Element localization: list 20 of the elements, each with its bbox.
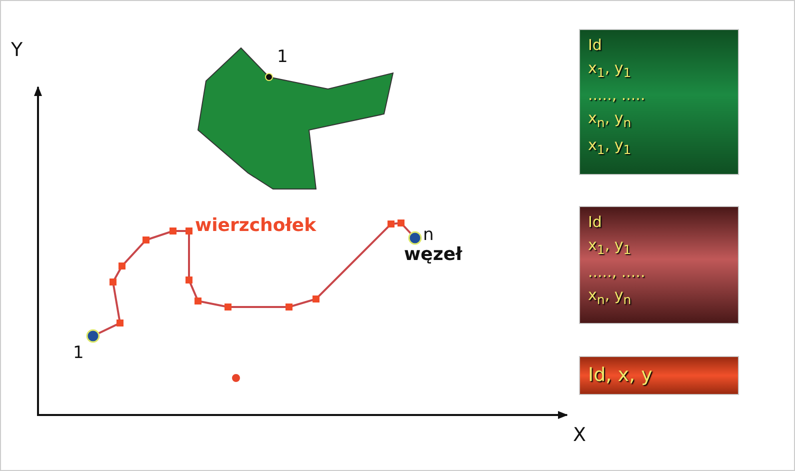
record-box [579,29,739,175]
vertex-number: 1 [277,47,288,67]
record-field: x$_{n}$, y$_{n}$ [588,284,632,311]
record-field: Id [588,34,602,57]
vertex-number: n [423,225,434,245]
record-field: ....., ..... [588,84,646,107]
record-field: Id [588,211,602,234]
record-field: Id, x, y [588,361,652,389]
record-field: x$_{1}$, y$_{1}$ [588,57,632,84]
vertex-number: 1 [73,343,84,363]
node-label: węzeł [404,244,462,265]
record-box [579,206,739,324]
record-field: x$_{1}$, y$_{1}$ [588,234,632,261]
record-field: ....., ..... [588,261,646,284]
record-field: x$_{n}$, y$_{n}$ [588,107,632,134]
record-field: x$_{1}$, y$_{1}$ [588,134,632,161]
record-box [579,356,739,395]
axis-label: Y [11,39,23,61]
axis-label: X [573,424,586,446]
vertex-label: wierzchołek [195,215,316,236]
